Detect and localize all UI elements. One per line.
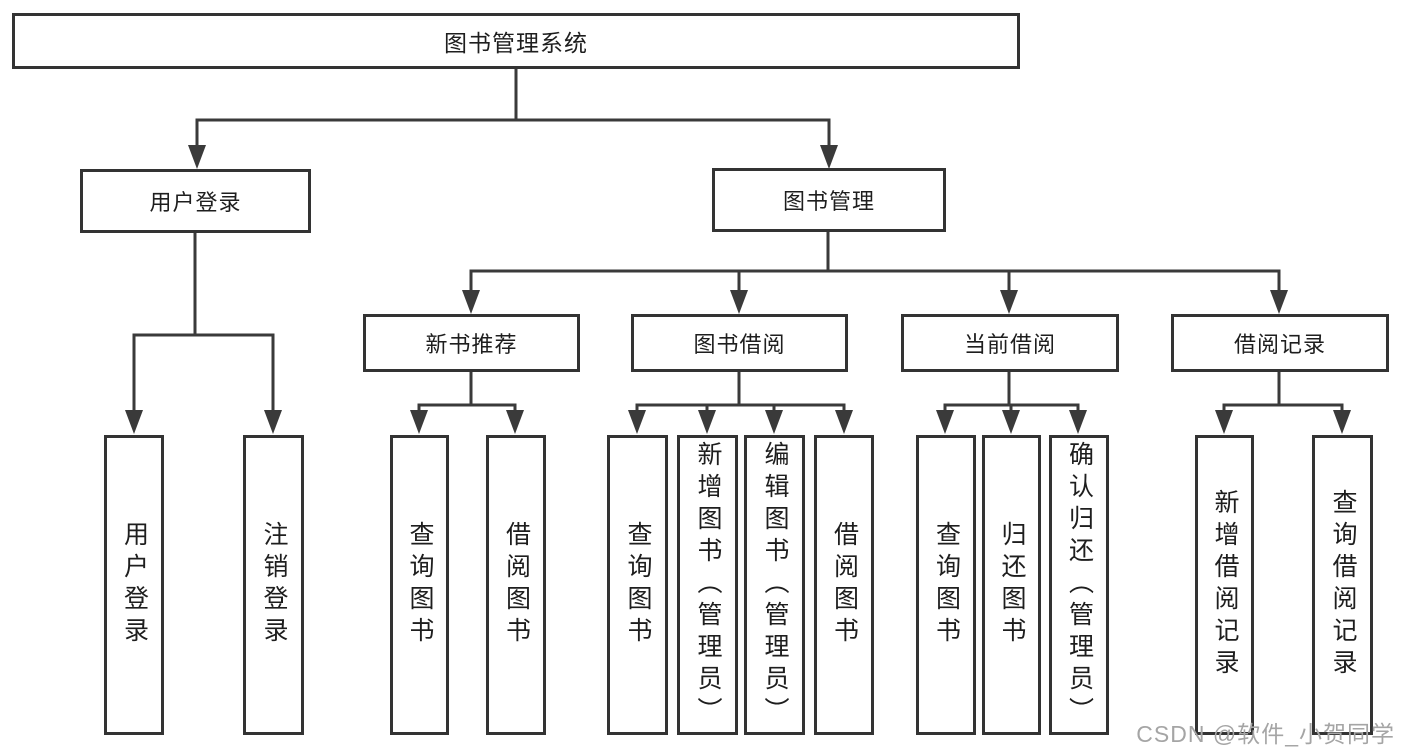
node-root-label: 图书管理系统 xyxy=(444,30,588,56)
node-new-book-recommend: 新书推荐 xyxy=(363,314,580,372)
leaf-confirm-return-admin: 确认归还（管理员） xyxy=(1049,435,1109,735)
node-current-borrowing-label: 当前借阅 xyxy=(963,332,1056,357)
node-root-system: 图书管理系统 xyxy=(12,13,1020,69)
leaf-query-book-current-label: 查询图书 xyxy=(932,521,961,649)
leaf-edit-book-admin: 编辑图书（管理员） xyxy=(744,435,805,735)
leaf-add-book-admin: 新增图书（管理员） xyxy=(677,435,738,735)
node-current-borrowing: 当前借阅 xyxy=(901,314,1119,372)
node-book-borrowing-label: 图书借阅 xyxy=(693,332,786,357)
leaf-query-book-current: 查询图书 xyxy=(916,435,976,735)
leaf-logout: 注销登录 xyxy=(243,435,304,735)
leaf-borrow-book-recommend-label: 借阅图书 xyxy=(502,521,531,649)
node-book-borrowing: 图书借阅 xyxy=(631,314,848,372)
leaf-add-borrow-record-label: 新增借阅记录 xyxy=(1211,489,1239,681)
leaf-query-book-borrow: 查询图书 xyxy=(607,435,668,735)
leaf-confirm-return-admin-label: 确认归还（管理员） xyxy=(1065,441,1094,729)
node-book-management-label: 图书管理 xyxy=(782,189,875,214)
leaf-edit-book-admin-label: 编辑图书（管理员） xyxy=(761,441,789,729)
leaf-borrow-book-label: 借阅图书 xyxy=(830,521,859,649)
leaf-user-login-label: 用户登录 xyxy=(120,521,149,649)
leaf-return-book: 归还图书 xyxy=(982,435,1041,735)
leaf-return-book-label: 归还图书 xyxy=(998,521,1026,649)
node-borrowing-records-label: 借阅记录 xyxy=(1233,332,1326,357)
leaf-query-book-borrow-label: 查询图书 xyxy=(624,521,652,649)
leaf-query-book-recommend: 查询图书 xyxy=(390,435,449,735)
leaf-add-borrow-record: 新增借阅记录 xyxy=(1195,435,1254,735)
leaf-add-book-admin-label: 新增图书（管理员） xyxy=(694,441,722,729)
leaf-query-book-recommend-label: 查询图书 xyxy=(406,521,434,649)
leaf-user-login: 用户登录 xyxy=(104,435,164,735)
leaf-logout-label: 注销登录 xyxy=(260,521,288,649)
node-user-login-label: 用户登录 xyxy=(149,190,242,215)
node-new-book-recommend-label: 新书推荐 xyxy=(425,332,518,357)
leaf-borrow-book: 借阅图书 xyxy=(814,435,874,735)
leaf-query-borrow-record-label: 查询借阅记录 xyxy=(1329,489,1357,681)
node-borrowing-records: 借阅记录 xyxy=(1171,314,1389,372)
node-user-login: 用户登录 xyxy=(80,169,311,233)
node-book-management: 图书管理 xyxy=(712,168,946,232)
leaf-borrow-book-recommend: 借阅图书 xyxy=(486,435,546,735)
leaf-query-borrow-record: 查询借阅记录 xyxy=(1312,435,1373,735)
csdn-watermark: CSDN @软件_小贺同学 xyxy=(1136,721,1395,747)
